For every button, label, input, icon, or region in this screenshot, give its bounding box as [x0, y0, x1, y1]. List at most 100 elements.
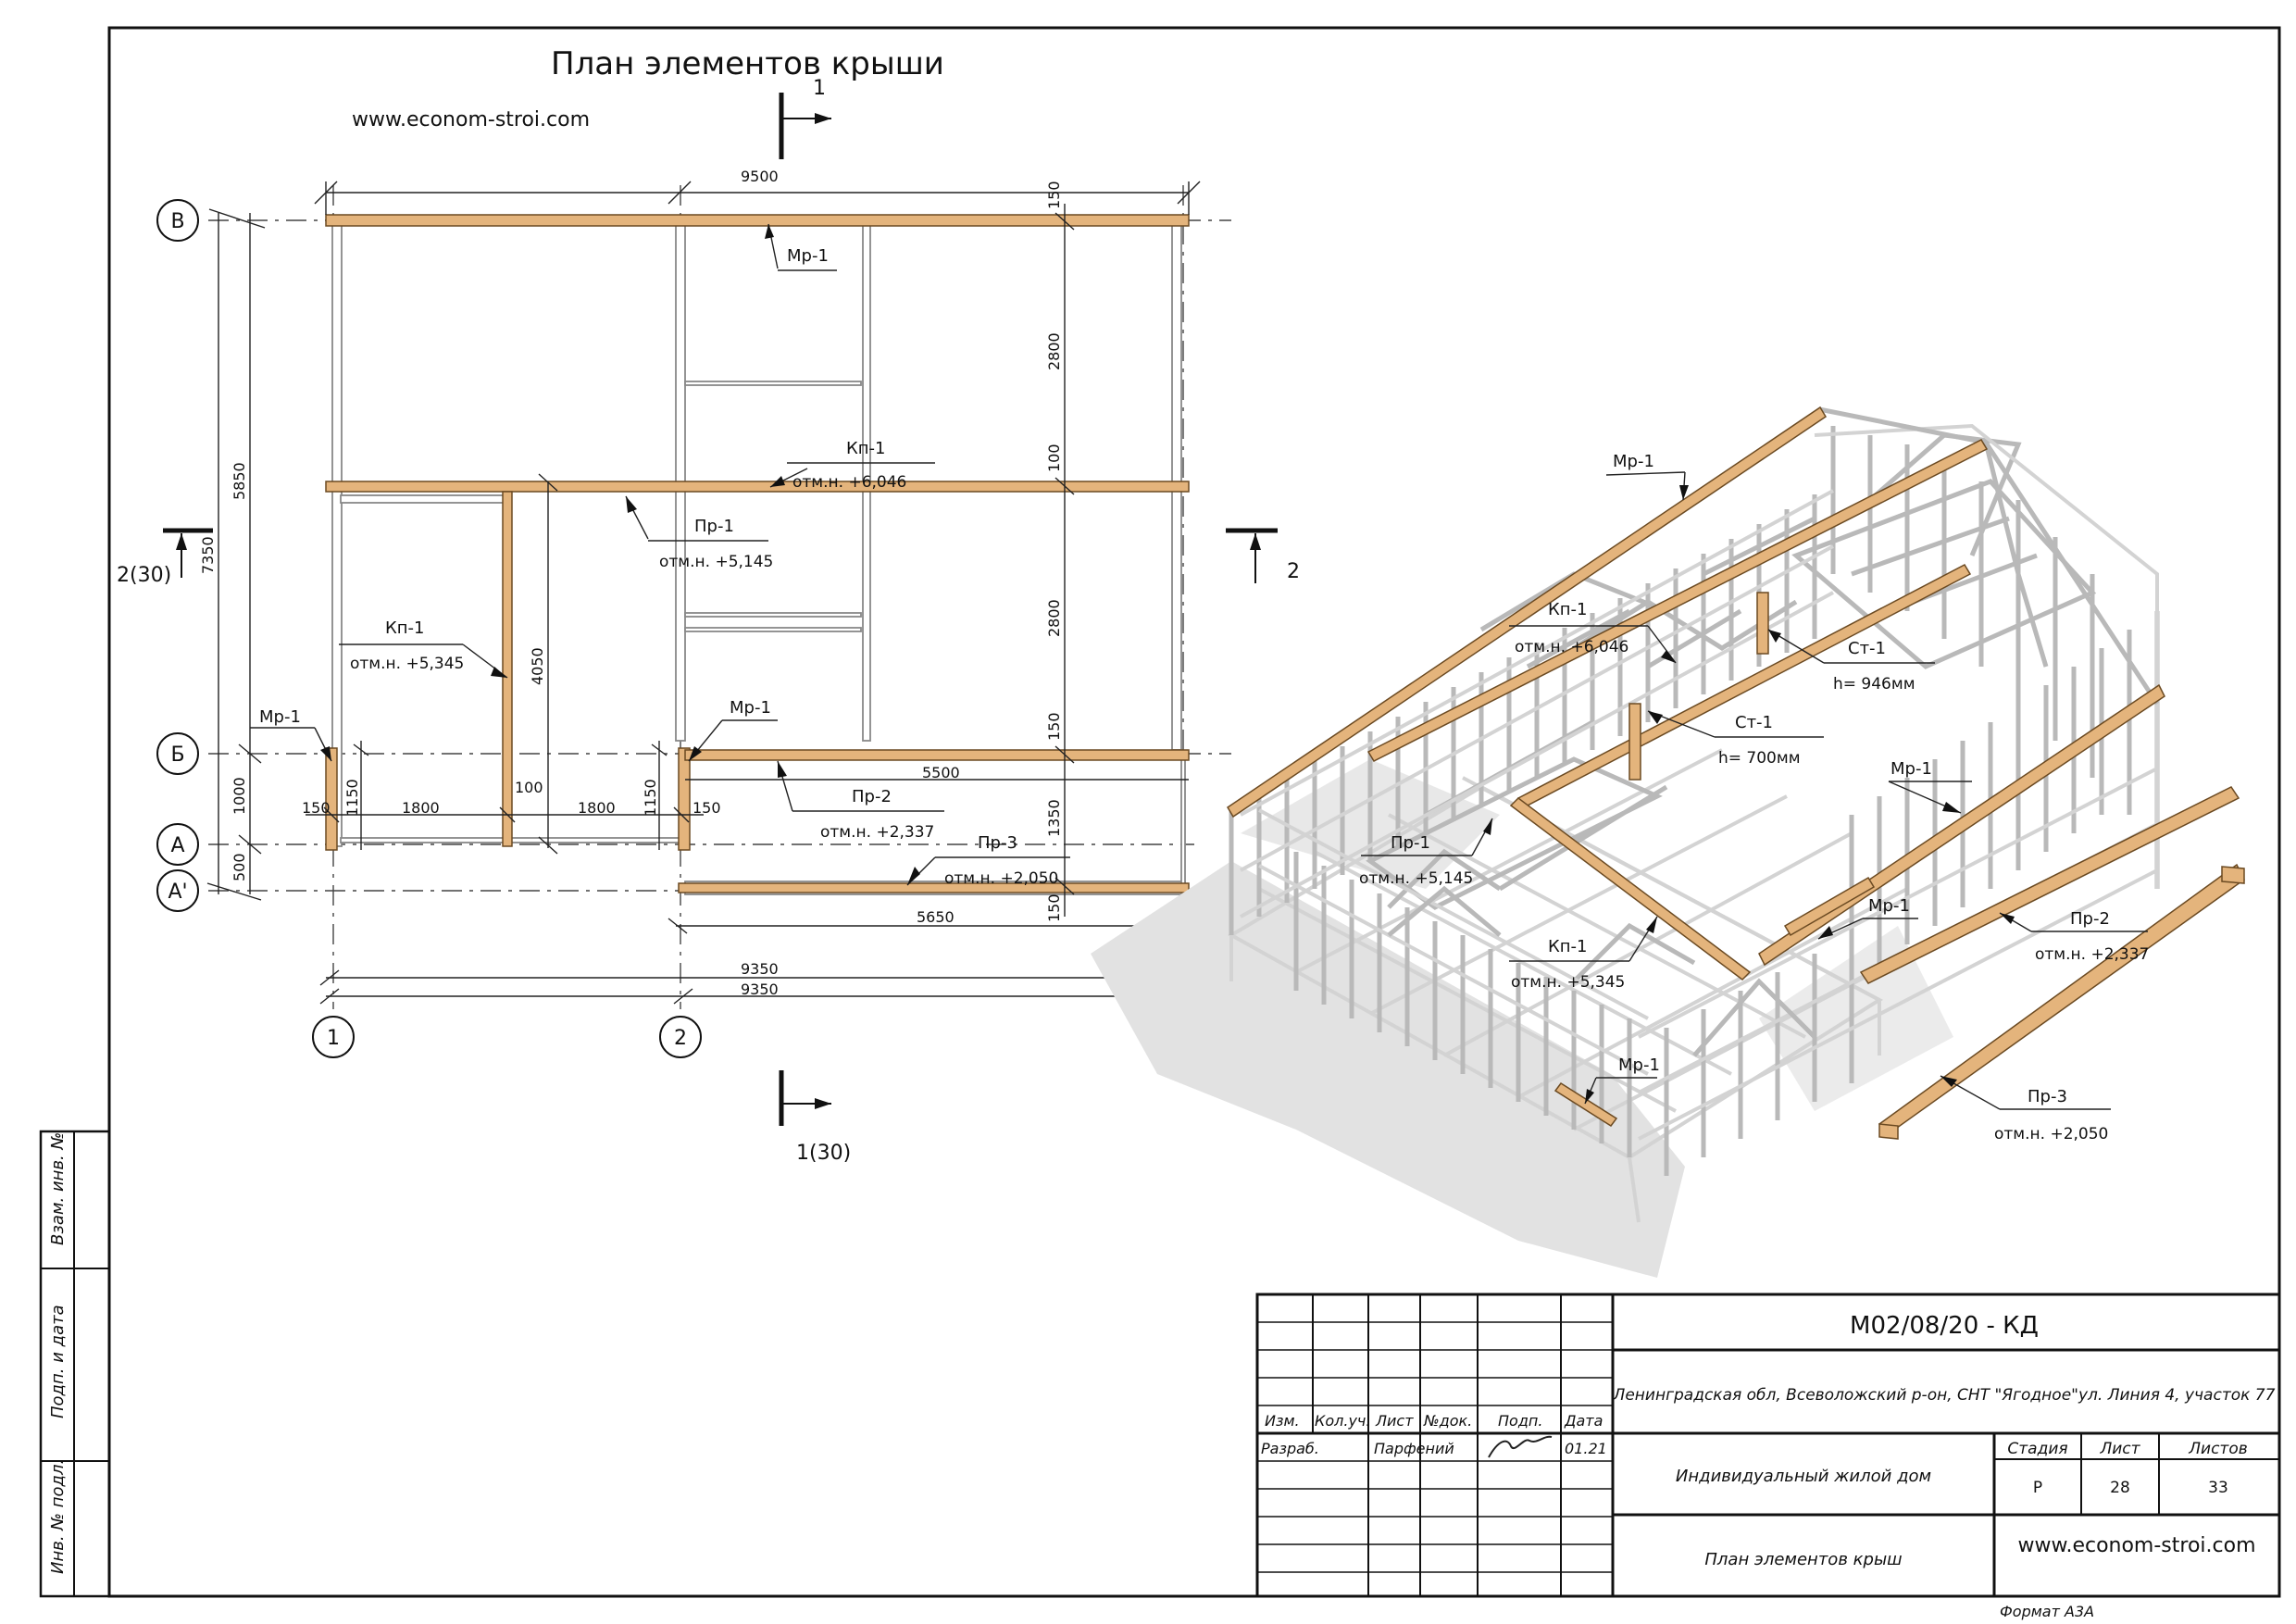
plan-label-kp1-mid: Кп-1 отм.н. +6,046 [769, 439, 935, 492]
axis-bubble-a1 [156, 869, 199, 912]
isometric-frame-view: Мр-1 Кп-1 отм.н. +6,046 Ст-1 h= 946мм Ст… [1091, 406, 2245, 1278]
axis-bubble-a [156, 823, 199, 866]
page-title: План элементов крыши [551, 45, 944, 82]
stamp-list-label: Лист [2099, 1440, 2140, 1458]
stamp-list: 28 [2110, 1479, 2130, 1497]
stamp-header-list: Лист [1375, 1412, 1414, 1430]
stamp-date: 01.21 [1565, 1440, 1607, 1457]
axis-bubble-b [156, 732, 199, 775]
section-mark-top: 1 [779, 77, 831, 159]
iso-label-pr1: Пр-1 отм.н. +5,145 [1359, 818, 1493, 888]
svg-text:Ст-1: Ст-1 [1848, 639, 1886, 658]
iso-label-pr2: Пр-2 отм.н. +2,337 [1999, 909, 2149, 964]
plan-label-pr3: Пр-3 отм.н. +2,050 [906, 833, 1070, 888]
dim-right-2800a: 2800 [1045, 332, 1063, 370]
svg-text:отм.н. +2,337: отм.н. +2,337 [2035, 945, 2149, 964]
svg-text:Кп-1: Кп-1 [1548, 937, 1588, 956]
plan-beam-pr3 [678, 882, 1190, 893]
iso-shadow [1091, 861, 1685, 1278]
stamp-lists-label: Листов [2188, 1440, 2248, 1458]
svg-text:отм.н. +2,050: отм.н. +2,050 [944, 869, 1058, 888]
svg-text:отм.н. +6,046: отм.н. +6,046 [1515, 638, 1628, 656]
axis-label-a: А [170, 834, 184, 857]
dim-right-150-top: 150 [1045, 181, 1063, 209]
stamp-header-kol: Кол.уч. [1315, 1412, 1370, 1430]
dim-left-upper: 5850 [231, 462, 248, 500]
side-stamp: Взам. инв. № Подп. и дата Инв. № подл. [39, 1130, 111, 1598]
iso-beam-mr1-d [1554, 1081, 1618, 1128]
axis-label-b: Б [170, 743, 184, 767]
svg-text:отм.н. +6,046: отм.н. +6,046 [792, 473, 906, 492]
svg-text:1(30): 1(30) [796, 1142, 851, 1165]
stamp-header-data: Дата [1564, 1412, 1603, 1430]
svg-text:Пр-2: Пр-2 [852, 787, 892, 806]
svg-text:Мр-1: Мр-1 [1890, 759, 1932, 779]
svg-text:Кп-1: Кп-1 [385, 618, 425, 638]
axis-label-2: 2 [674, 1027, 687, 1050]
dim-right-2800b: 2800 [1045, 599, 1063, 637]
iso-label-st1-b: Ст-1 h= 700мм [1647, 710, 1824, 768]
plan-label-kp1-left: Кп-1 отм.н. +5,345 [339, 618, 508, 679]
stamp-author: Парфений [1374, 1440, 1454, 1457]
plan-beam-kp1-left [502, 491, 513, 847]
svg-text:Пр-1: Пр-1 [694, 517, 734, 536]
iso-label-kp1-a: Кп-1 отм.н. +6,046 [1509, 600, 1677, 664]
dim-1800-left: 1800 [402, 799, 440, 817]
plan-label-mr1-right: Мр-1 [688, 698, 778, 762]
svg-text:Кп-1: Кп-1 [846, 439, 886, 458]
axis-label-v: В [170, 210, 184, 233]
dim-1800-right: 1800 [578, 799, 616, 817]
svg-text:Мр-1: Мр-1 [259, 707, 301, 727]
stamp-object: Индивидуальный жилой дом [1676, 1467, 1931, 1486]
plan-beam-pr2 [684, 749, 1190, 761]
iso-label-mr1-c: Мр-1 [1817, 896, 1918, 940]
sheet-format: Формат А3А [2000, 1603, 2094, 1620]
stamp-address: Ленинградская обл, Всеволожский р-он, СН… [1613, 1386, 2276, 1405]
plan-label-mr1-top: Мр-1 [765, 223, 837, 271]
svg-text:отм.н. +2,337: отм.н. +2,337 [820, 823, 934, 842]
dim-right-1350: 1350 [1045, 799, 1063, 837]
iso-beam-kp1-a [1366, 439, 1989, 762]
iso-beam-mr1-a [1226, 406, 1828, 818]
plan-beam-mr1-left [325, 747, 338, 851]
iso-beam-mr1-c [1783, 876, 1876, 937]
svg-text:Пр-2: Пр-2 [2070, 909, 2110, 929]
svg-text:Мр-1: Мр-1 [1613, 452, 1654, 471]
axis-bubble-1 [312, 1016, 355, 1058]
side-stamp-mid: Подп. и дата [48, 1305, 68, 1418]
stamp-header-podp: Подп. [1498, 1412, 1542, 1430]
stamp-stage: Р [2033, 1479, 2042, 1497]
plan-beam-mr1-top [325, 214, 1190, 227]
svg-text:отм.н. +5,345: отм.н. +5,345 [350, 655, 464, 673]
plan-label-pr1: Пр-1 отм.н. +5,145 [625, 495, 773, 571]
iso-label-mr1-d: Мр-1 [1584, 1056, 1660, 1105]
stamp-website: www.econom-stroi.com [2017, 1534, 2255, 1557]
iso-beam-pr2 [1859, 786, 2240, 984]
plan-label-mr1-left: Мр-1 [250, 707, 332, 762]
svg-text:Пр-3: Пр-3 [978, 833, 1017, 853]
svg-text:Мр-1: Мр-1 [1618, 1056, 1660, 1075]
iso-label-st1-a: Ст-1 h= 946мм [1767, 629, 1935, 693]
dim-left-a-a1: 500 [231, 853, 248, 881]
section-mark-right: 2 [1226, 528, 1300, 583]
stamp-sheet-title: План элементов крыш [1704, 1550, 1902, 1569]
plan-label-pr2: Пр-2 отм.н. +2,337 [777, 760, 944, 842]
svg-text:отм.н. +5,145: отм.н. +5,145 [659, 553, 773, 571]
stamp-razrab: Разраб. [1261, 1440, 1319, 1457]
dim-9350-a: 9350 [741, 960, 779, 978]
section-mark-left: 2(30) [117, 528, 213, 587]
section-mark-bottom: 1(30) [779, 1070, 851, 1165]
iso-label-kp1-b: Кп-1 отм.н. +5,345 [1509, 916, 1658, 992]
roof-plan: 9500 7350 5850 1000 500 150 2800 100 280… [117, 77, 1300, 1165]
svg-text:h= 700мм: h= 700мм [1718, 749, 1801, 768]
iso-label-pr3: Пр-3 отм.н. +2,050 [1940, 1075, 2111, 1143]
iso-label-mr1-b: Мр-1 [1888, 759, 1972, 814]
svg-text:Кп-1: Кп-1 [1548, 600, 1588, 619]
dim-150-left: 150 [302, 799, 331, 817]
svg-text:Мр-1: Мр-1 [1868, 896, 1910, 916]
dim-top-total: 9500 [741, 168, 779, 185]
side-stamp-top: Взам. инв. № [48, 1132, 68, 1245]
axis-label-a1: А' [168, 881, 187, 904]
stamp-lists: 33 [2208, 1479, 2228, 1497]
iso-beam-kp1-b [1509, 797, 1752, 981]
